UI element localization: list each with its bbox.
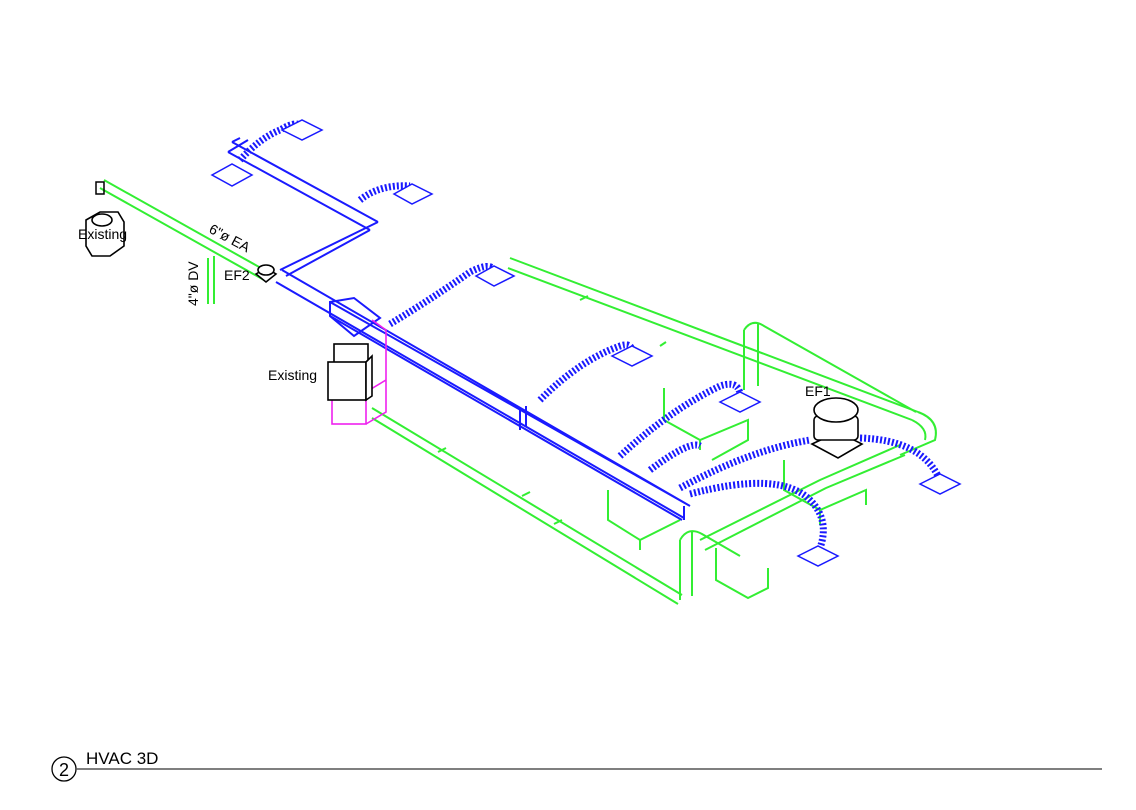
existing-unit-label: Existing <box>268 367 317 383</box>
view-title-block: 2 HVAC 3D <box>51 749 1102 782</box>
dv-pipe-label: 4"ø DV <box>185 261 201 306</box>
ea-pipe <box>95 179 269 304</box>
condensate-piping <box>371 257 937 605</box>
ef1-label: EF1 <box>805 383 831 399</box>
existing-unit-left <box>85 211 125 257</box>
view-title: HVAC 3D <box>86 749 158 768</box>
flex-ducts <box>237 120 942 550</box>
view-number: 2 <box>59 760 69 780</box>
ef1-fan <box>810 397 864 459</box>
existing-unit-center <box>327 319 387 425</box>
ef2-label: EF2 <box>224 267 250 283</box>
supply-ductwork <box>227 137 691 521</box>
diffusers <box>210 119 962 567</box>
existing-left-label: Existing <box>78 226 127 242</box>
ef2-fan <box>254 264 278 284</box>
